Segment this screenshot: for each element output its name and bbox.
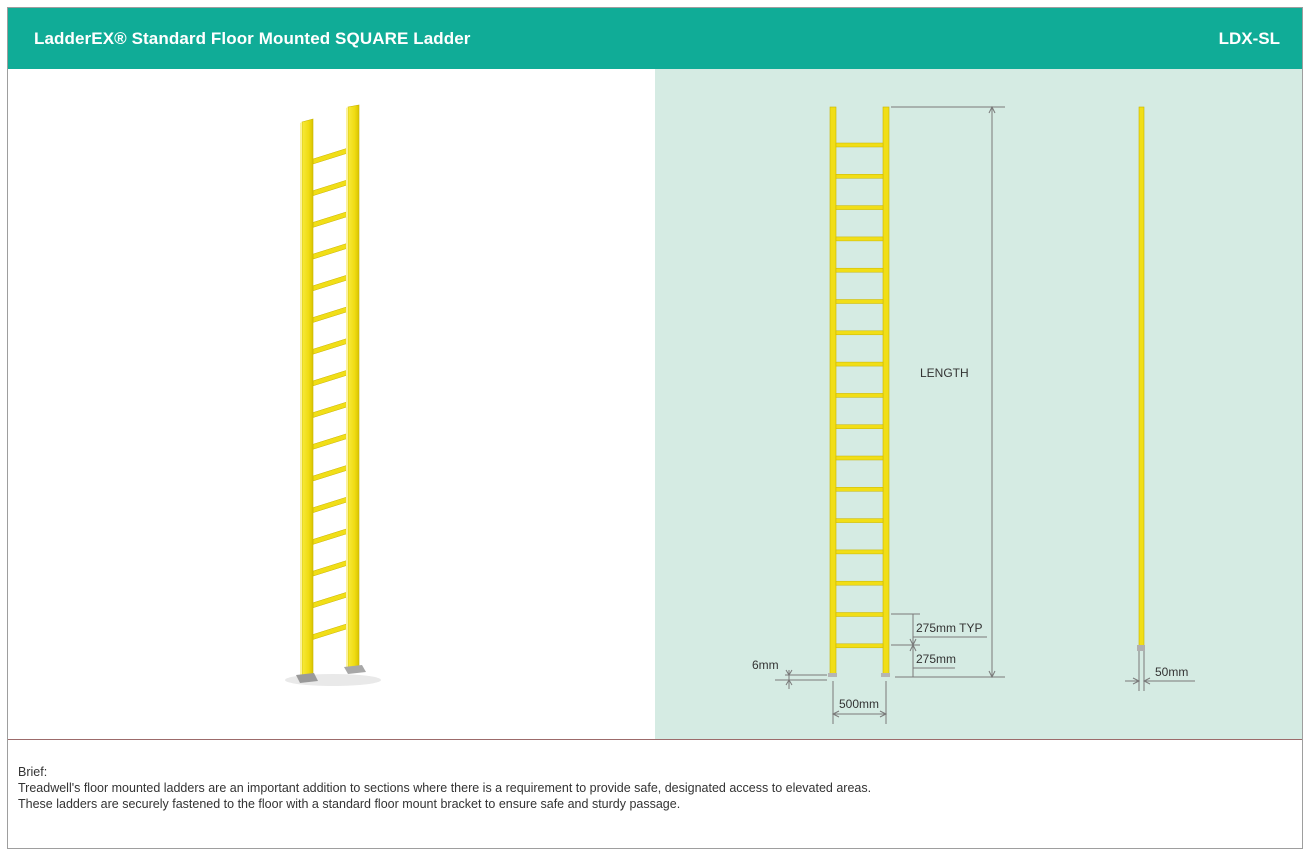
front-rung xyxy=(835,549,884,555)
brief-line-1: Treadwell's floor mounted ladders are an… xyxy=(18,781,872,795)
front-right-rail xyxy=(882,106,890,676)
iso-right-bracket xyxy=(344,665,366,674)
front-rung xyxy=(835,361,884,367)
iso-rung xyxy=(312,337,349,355)
length-label: LENGTH xyxy=(920,366,969,380)
front-rung xyxy=(835,455,884,461)
front-rung xyxy=(835,267,884,273)
front-rung xyxy=(835,142,884,148)
front-rungs xyxy=(835,142,884,649)
iso-rung xyxy=(312,306,349,323)
side-view-rail xyxy=(1138,106,1145,648)
iso-rung xyxy=(312,496,349,514)
width-label: 500mm xyxy=(839,697,879,711)
rail-depth-label: 50mm xyxy=(1155,665,1188,679)
front-rung xyxy=(835,518,884,523)
iso-rung xyxy=(312,242,349,260)
front-rung xyxy=(835,330,884,336)
front-rung xyxy=(835,205,884,210)
iso-right-rail xyxy=(347,104,360,670)
iso-rungs xyxy=(312,147,349,640)
iso-right-rail-edge xyxy=(346,107,348,669)
iso-rung xyxy=(312,179,349,197)
front-rung xyxy=(835,612,884,617)
brief-label: Brief: xyxy=(18,765,48,779)
dimension-drawing: LENGTH 275mm TYP 275mm xyxy=(752,105,1195,724)
product-render-panel xyxy=(8,69,655,739)
image-panels: LENGTH 275mm TYP 275mm xyxy=(8,69,1302,740)
base-offset-label: 6mm xyxy=(752,658,779,672)
iso-rung xyxy=(312,591,349,609)
front-rung xyxy=(835,487,884,492)
header-bar: LadderEX® Standard Floor Mounted SQUARE … xyxy=(8,8,1302,69)
iso-rung xyxy=(312,369,349,387)
product-sheet: LadderEX® Standard Floor Mounted SQUARE … xyxy=(7,7,1303,849)
iso-rung xyxy=(312,432,349,450)
front-rung xyxy=(835,643,884,649)
rung-spacing-typ-label: 275mm TYP xyxy=(916,621,982,635)
rung-spacing-dimension xyxy=(891,613,987,677)
iso-rung xyxy=(312,274,349,292)
front-rung xyxy=(835,174,884,179)
iso-rung xyxy=(312,559,349,577)
iso-rung xyxy=(312,147,349,165)
technical-drawing-panel: LENGTH 275mm TYP 275mm xyxy=(655,69,1302,739)
width-dimension xyxy=(831,681,888,724)
brief-section: Brief: Treadwell's floor mounted ladders… xyxy=(18,764,1288,812)
front-left-foot xyxy=(828,673,837,677)
front-rung xyxy=(835,393,884,398)
ladder-3d-illustration xyxy=(285,104,381,686)
iso-left-rail xyxy=(301,118,314,678)
front-rung xyxy=(835,580,884,586)
rail-depth-dimension xyxy=(1125,651,1195,691)
iso-rung xyxy=(312,211,349,228)
iso-rung xyxy=(312,464,349,482)
front-rung xyxy=(835,236,884,242)
base-offset-dimension xyxy=(775,669,827,689)
front-rung xyxy=(835,299,884,304)
front-right-foot xyxy=(881,673,890,677)
front-left-rail xyxy=(829,106,837,676)
iso-rung xyxy=(312,623,349,640)
iso-rung xyxy=(312,401,349,418)
product-code: LDX-SL xyxy=(1218,28,1280,48)
iso-left-bracket xyxy=(296,673,318,683)
first-rung-label: 275mm xyxy=(916,652,956,666)
product-title: LadderEX® Standard Floor Mounted SQUARE … xyxy=(34,28,471,48)
iso-rung xyxy=(312,528,349,545)
iso-left-rail-edge xyxy=(300,122,302,677)
front-rung xyxy=(835,424,884,429)
brief-line-2: These ladders are securely fastened to t… xyxy=(18,797,681,811)
side-view-foot xyxy=(1137,645,1145,651)
length-dimension xyxy=(891,105,1005,679)
